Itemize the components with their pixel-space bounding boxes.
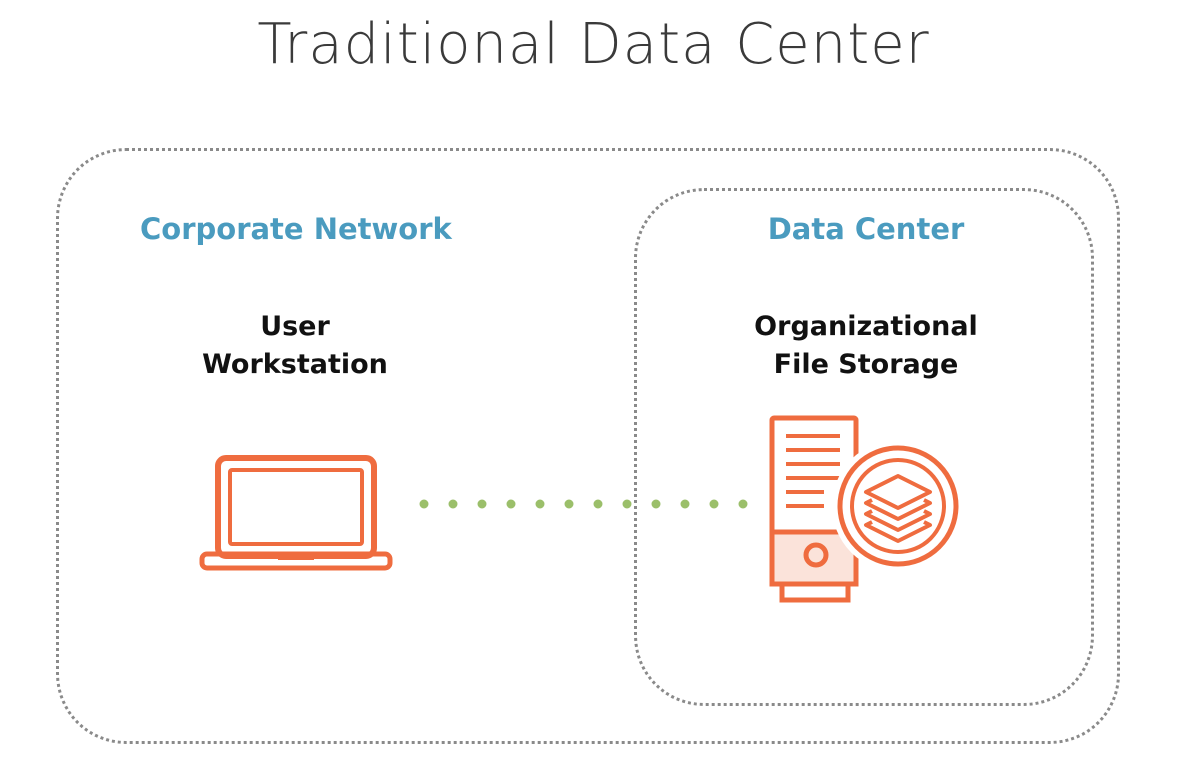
user-workstation-label-line2: Workstation bbox=[202, 349, 388, 380]
corporate-network-label: Corporate Network bbox=[140, 212, 452, 246]
diagram-title: Traditional Data Center bbox=[257, 12, 930, 77]
file-storage-label: Organizational File Storage bbox=[716, 308, 1016, 384]
user-workstation-label: User Workstation bbox=[170, 308, 420, 384]
file-storage-label-line2: File Storage bbox=[773, 349, 959, 380]
connection-line bbox=[419, 499, 755, 509]
file-server-storage-icon bbox=[769, 415, 964, 603]
file-storage-label-line1: Organizational bbox=[754, 311, 978, 342]
user-workstation-label-line1: User bbox=[260, 311, 330, 342]
corporate-network-boundary bbox=[56, 148, 1120, 744]
data-center-boundary bbox=[634, 188, 1094, 706]
data-center-label: Data Center bbox=[767, 212, 965, 246]
laptop-icon bbox=[199, 455, 393, 571]
